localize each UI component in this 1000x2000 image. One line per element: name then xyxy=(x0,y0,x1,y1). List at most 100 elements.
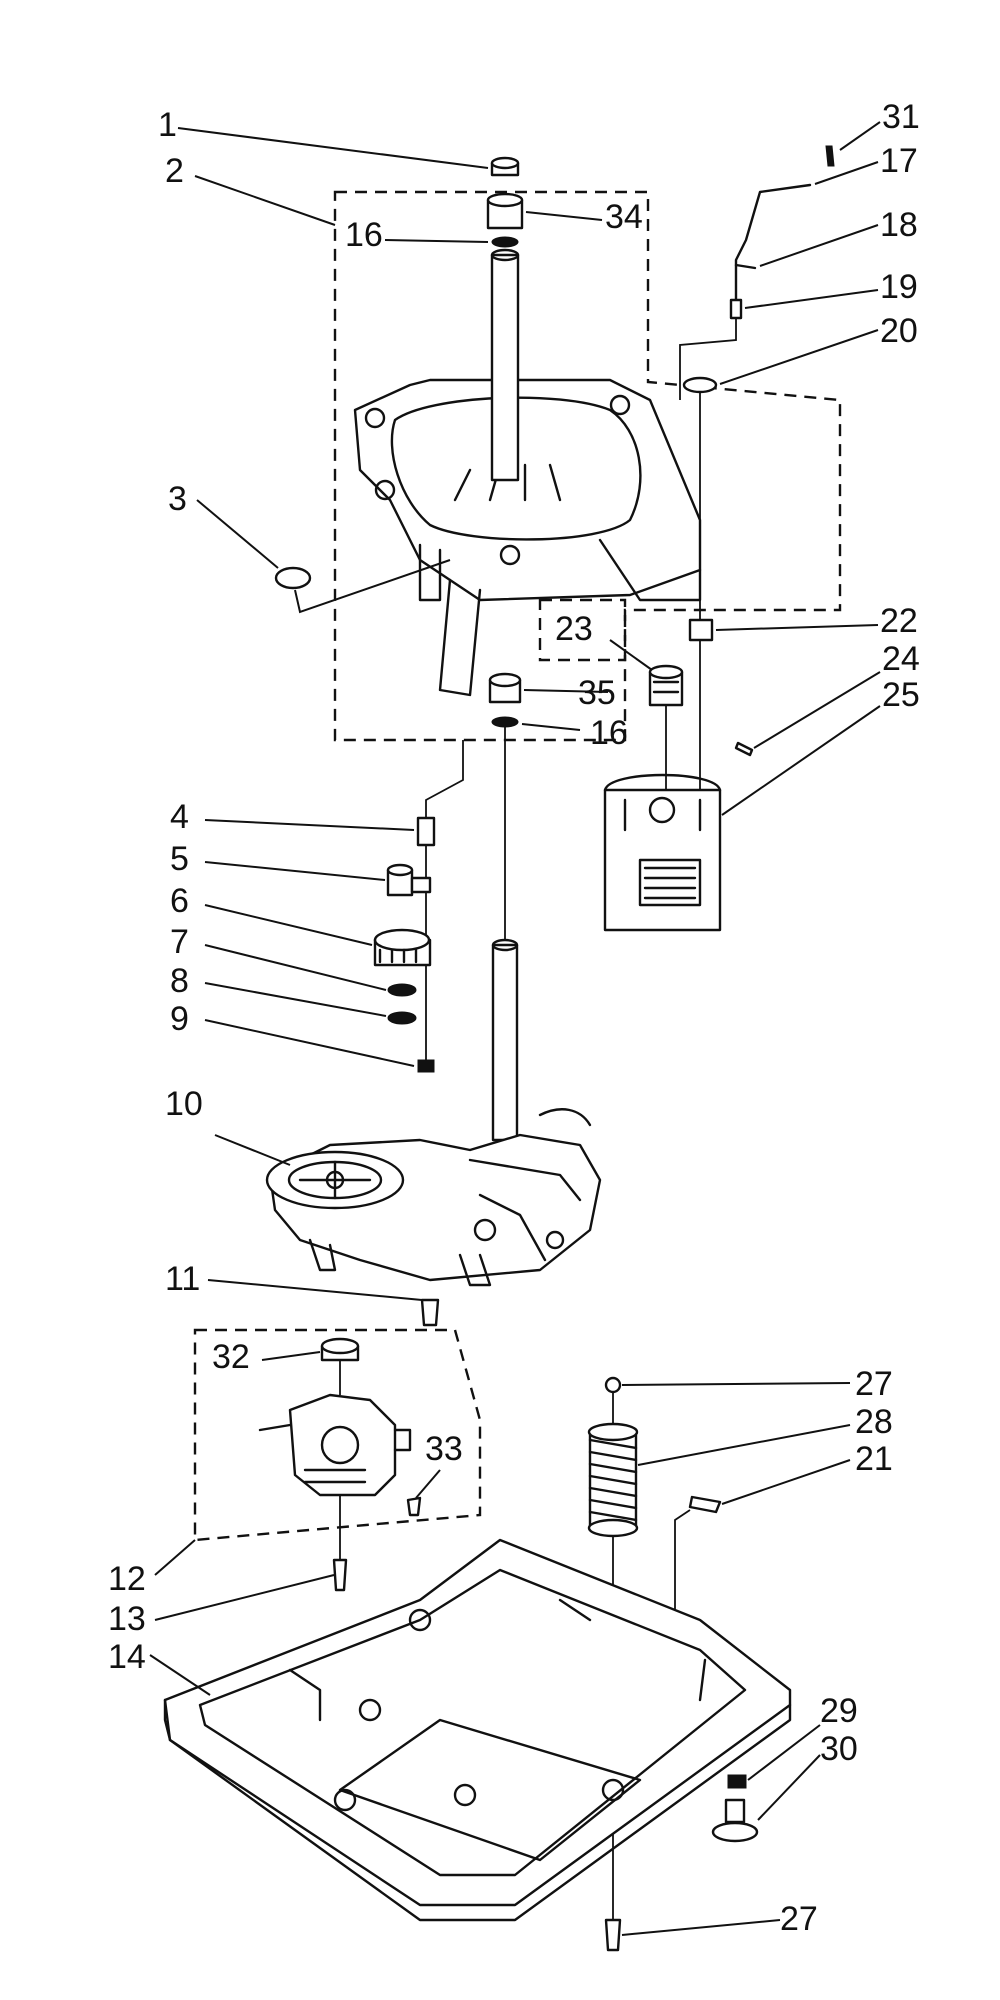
part-20-washer xyxy=(682,376,718,394)
gearcase-assembly-group-box xyxy=(333,190,842,742)
leader-13 xyxy=(154,1574,335,1621)
callout-2: 2 xyxy=(165,152,184,190)
part-29-nut xyxy=(727,1774,747,1789)
part-19-link xyxy=(679,318,737,400)
leader-20 xyxy=(719,329,879,385)
axis-21 xyxy=(674,1509,691,1620)
leader-21 xyxy=(721,1459,851,1505)
leader-2 xyxy=(194,175,336,226)
part-25-motor xyxy=(603,773,722,932)
part-30-foot xyxy=(711,1798,759,1843)
callout-6: 6 xyxy=(170,882,189,920)
leader-32 xyxy=(261,1351,321,1361)
axis-4-9 xyxy=(425,740,464,1070)
pump-body xyxy=(258,1393,412,1497)
leader-30 xyxy=(757,1754,821,1821)
callout-9: 9 xyxy=(170,1000,189,1038)
part-6-gear xyxy=(373,928,432,967)
leader-24 xyxy=(753,671,881,749)
leader-29 xyxy=(747,1724,821,1781)
leader-12 xyxy=(154,1539,196,1576)
callout-1: 1 xyxy=(158,106,177,144)
leader-23 xyxy=(609,639,653,671)
callout-4: 4 xyxy=(170,798,189,836)
callout-16-upper: 16 xyxy=(345,216,383,254)
leader-34 xyxy=(525,211,603,221)
leader-35 xyxy=(523,689,609,693)
callout-11: 11 xyxy=(165,1260,200,1298)
leader-3 xyxy=(196,499,279,569)
leader-7 xyxy=(204,944,387,991)
callout-29: 29 xyxy=(820,1692,858,1730)
leader-16b xyxy=(521,723,581,731)
leader-22 xyxy=(715,624,879,631)
leader-28 xyxy=(637,1424,851,1466)
leader-18 xyxy=(759,224,879,267)
part-32-cap xyxy=(320,1337,360,1362)
leader-19 xyxy=(744,289,879,309)
callout-24: 24 xyxy=(882,640,920,678)
part-27-nut-upper xyxy=(604,1376,622,1394)
leader-25 xyxy=(721,705,881,816)
part-24-screw xyxy=(734,741,754,757)
part-3-link xyxy=(294,559,451,614)
callout-31: 31 xyxy=(882,98,920,136)
callout-17: 17 xyxy=(880,142,918,180)
callout-22: 22 xyxy=(880,602,918,640)
leader-27a xyxy=(621,1382,851,1386)
part-16-washer-lower xyxy=(491,716,519,728)
part-16-washer-upper xyxy=(491,236,519,248)
motor-mount-group-box xyxy=(538,598,627,662)
callout-34: 34 xyxy=(605,198,643,236)
gearcase-housing xyxy=(353,378,702,697)
leader-8 xyxy=(204,982,387,1017)
lower-shaft xyxy=(491,938,519,1142)
part-17-rod xyxy=(734,183,812,302)
callout-30: 30 xyxy=(820,1730,858,1768)
part-10-transmission xyxy=(265,1108,602,1287)
callout-19: 19 xyxy=(880,268,918,306)
callout-21: 21 xyxy=(855,1440,893,1478)
leader-10 xyxy=(214,1134,291,1166)
part-11-screw xyxy=(420,1298,440,1327)
part-3-seal xyxy=(274,566,312,590)
leader-27b xyxy=(621,1919,781,1936)
part-18-rod-lower xyxy=(734,263,757,270)
part-34-bearing xyxy=(486,192,524,230)
callout-23: 23 xyxy=(555,610,593,648)
leader-9 xyxy=(204,1019,415,1067)
callout-32: 32 xyxy=(212,1338,250,1376)
leader-4 xyxy=(204,819,415,831)
leader-31 xyxy=(839,121,881,151)
callout-27-lower: 27 xyxy=(780,1900,818,1938)
part-9-nut xyxy=(417,1059,435,1073)
part-7-washer xyxy=(387,983,417,997)
callout-14: 14 xyxy=(108,1638,146,1676)
callout-28: 28 xyxy=(855,1403,893,1441)
leader-6 xyxy=(204,904,373,946)
part-23-pulley xyxy=(648,664,684,707)
part-22-bushing xyxy=(688,618,714,642)
callout-13: 13 xyxy=(108,1600,146,1638)
leader-16a xyxy=(384,239,489,243)
callout-7: 7 xyxy=(170,923,189,961)
leader-5 xyxy=(204,861,386,881)
leader-17 xyxy=(814,161,879,185)
leader-1 xyxy=(177,127,489,169)
part-19-spring xyxy=(729,298,743,320)
part-5-pin xyxy=(386,863,432,897)
callout-5: 5 xyxy=(170,840,189,878)
upper-shaft xyxy=(490,248,520,482)
callout-27-upper: 27 xyxy=(855,1365,893,1403)
callout-12: 12 xyxy=(108,1560,146,1598)
callout-18: 18 xyxy=(880,206,918,244)
callout-20: 20 xyxy=(880,312,918,350)
callout-16-lower: 16 xyxy=(590,714,628,752)
callout-10: 10 xyxy=(165,1085,203,1123)
part-31-clip xyxy=(825,145,835,167)
callout-3: 3 xyxy=(168,480,187,518)
part-13-screw xyxy=(332,1558,348,1592)
leader-14 xyxy=(149,1654,211,1696)
part-27-bolt-lower xyxy=(604,1918,622,1952)
